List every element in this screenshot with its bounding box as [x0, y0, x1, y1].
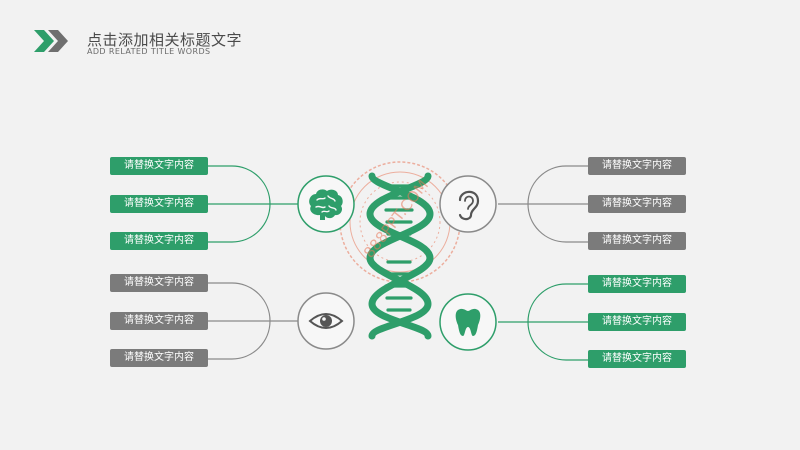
- eye-item-2[interactable]: 请替换文字内容: [110, 312, 208, 330]
- ear-circle: [439, 175, 497, 233]
- tooth-item-2[interactable]: 请替换文字内容: [588, 313, 686, 331]
- tooth-item-1[interactable]: 请替换文字内容: [588, 275, 686, 293]
- brain-item-2[interactable]: 请替换文字内容: [110, 195, 208, 213]
- ear-connectors: [498, 165, 588, 243]
- brain-connectors: [208, 165, 298, 243]
- page-subtitle: ADD RELATED TITLE WORDS: [87, 47, 211, 56]
- dna-icon: [366, 172, 434, 340]
- ear-item-1[interactable]: 请替换文字内容: [588, 157, 686, 175]
- eye-icon: [308, 313, 344, 329]
- tooth-icon: [455, 308, 481, 336]
- chevron-logo-icon: [34, 30, 68, 52]
- eye-connectors: [208, 282, 298, 360]
- eye-item-1[interactable]: 请替换文字内容: [110, 274, 208, 292]
- dna-strand-a: [366, 172, 434, 340]
- ear-item-3[interactable]: 请替换文字内容: [588, 232, 686, 250]
- page-title: 点击添加相关标题文字: [87, 31, 243, 49]
- brain-item-1[interactable]: 请替换文字内容: [110, 157, 208, 175]
- eye-item-3[interactable]: 请替换文字内容: [110, 349, 208, 367]
- tooth-item-3[interactable]: 请替换文字内容: [588, 350, 686, 368]
- brain-icon: [309, 189, 343, 220]
- tooth-connectors: [498, 283, 588, 361]
- ear-icon: [458, 190, 480, 221]
- dna-strand-b: [366, 172, 434, 340]
- brain-item-3[interactable]: 请替换文字内容: [110, 232, 208, 250]
- ear-item-2[interactable]: 请替换文字内容: [588, 195, 686, 213]
